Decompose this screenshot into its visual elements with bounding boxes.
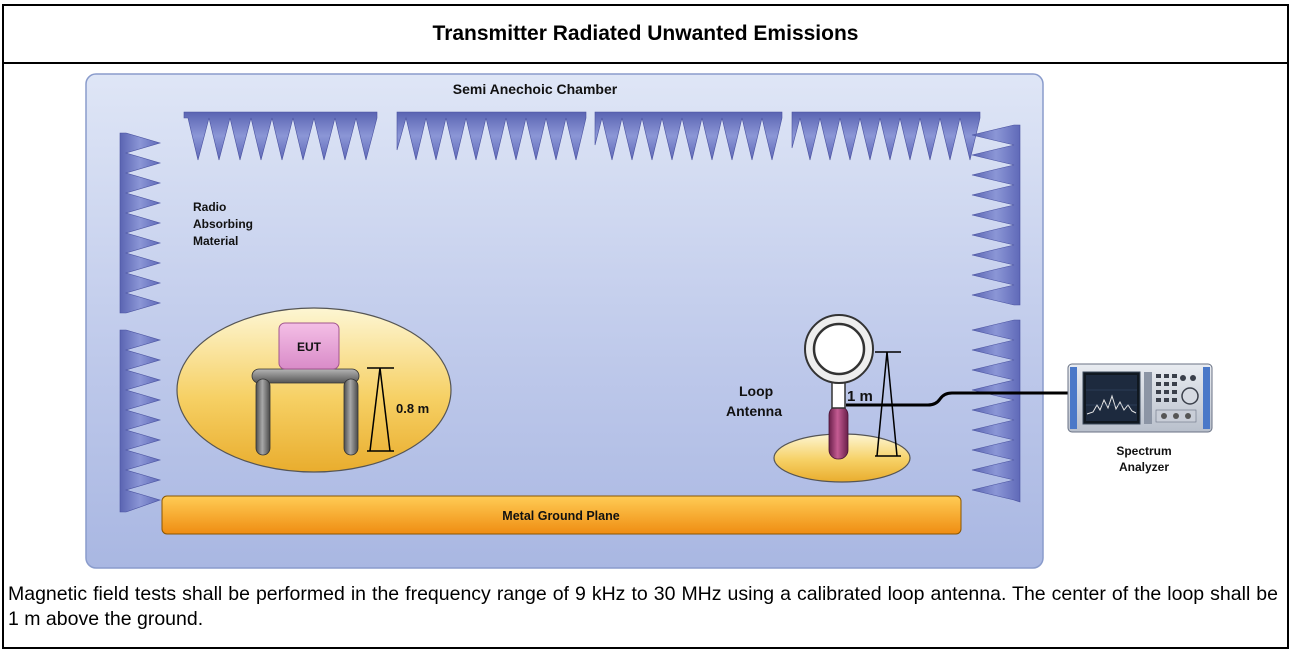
antenna-height-label: 1 m <box>847 388 873 405</box>
absorber-right <box>971 124 1021 503</box>
anechoic-chamber <box>85 73 1044 569</box>
analyzer-label-line-1: Spectrum <box>1116 444 1171 458</box>
loop-antenna-inner <box>812 322 866 376</box>
antenna-stem <box>831 381 846 409</box>
spectrum-analyzer <box>1067 363 1213 433</box>
table-height-dimension <box>367 367 394 452</box>
antenna-mast <box>828 405 849 460</box>
turntable <box>176 307 452 473</box>
antenna-label-line-2: Antenna <box>726 403 782 419</box>
absorber-top <box>183 111 981 161</box>
eut-box <box>278 322 340 370</box>
table-height-label: 0.8 m <box>396 401 429 416</box>
metal-ground-plane <box>161 495 962 535</box>
figure-title: Transmitter Radiated Unwanted Emissions <box>432 22 859 45</box>
absorber-label-line-3: Material <box>193 234 238 248</box>
analyzer-label-line-2: Analyzer <box>1119 460 1169 474</box>
figure-frame: Transmitter Radiated Unwanted Emissions <box>2 4 1289 649</box>
chamber-label: Semi Anechoic Chamber <box>453 81 618 97</box>
absorber-left <box>119 132 162 513</box>
absorber-label-line-1: Radio <box>193 200 226 214</box>
antenna-cable <box>846 391 1070 407</box>
title-row: Transmitter Radiated Unwanted Emissions <box>4 6 1287 64</box>
absorber-label-line-2: Absorbing <box>193 217 253 231</box>
antenna-label-line-1: Loop <box>739 383 773 399</box>
eut-label: EUT <box>297 340 322 354</box>
figure-caption: Magnetic field tests shall be performed … <box>8 583 1278 630</box>
ground-plane-label: Metal Ground Plane <box>502 509 619 523</box>
